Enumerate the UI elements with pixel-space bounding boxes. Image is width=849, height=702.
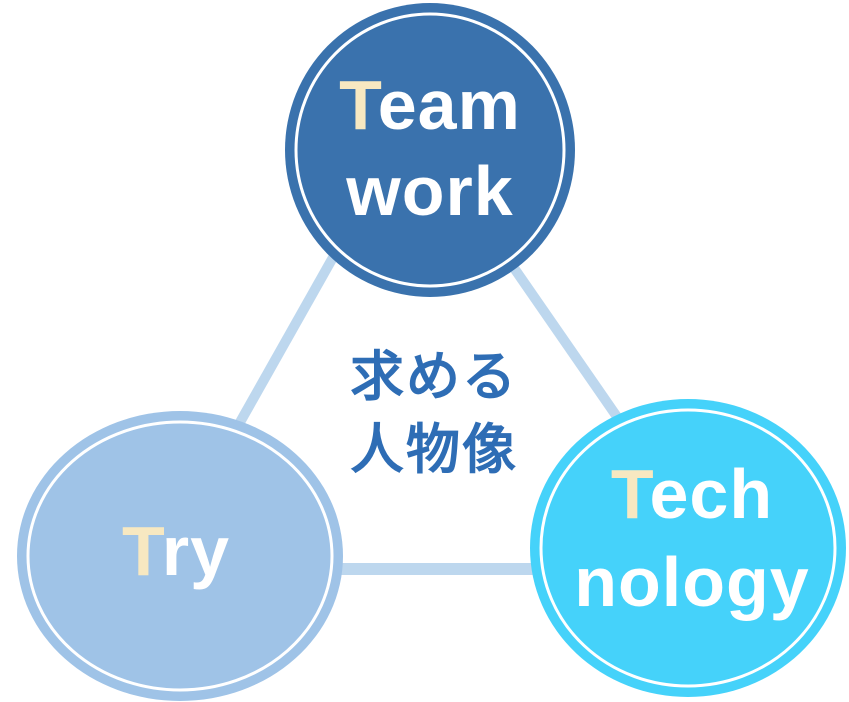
node-label-teamwork: Team work xyxy=(339,62,521,234)
node-circle-teamwork xyxy=(285,3,575,297)
teamwork-label-line2: work xyxy=(346,152,514,230)
try-label-line1: Try xyxy=(122,508,230,594)
connector-teamwork-try xyxy=(225,242,345,443)
teamwork-circle-ring xyxy=(294,12,566,288)
try-circle-fill xyxy=(17,411,343,701)
try-accent-letter: T xyxy=(121,512,162,590)
teamwork-circle-fill xyxy=(285,3,575,297)
technology-label-line1: Tech xyxy=(574,450,809,538)
node-circle-try xyxy=(17,411,343,701)
try-circle-ring xyxy=(26,420,334,692)
technology-accent-letter: T xyxy=(610,455,650,533)
technology-label-line2: nology xyxy=(574,543,810,621)
teamwork-line1-rest: eam xyxy=(377,66,521,144)
technology-circle-fill xyxy=(530,399,846,697)
center-label-line2: 人物像 xyxy=(350,420,518,480)
center-label: 求める 人物像 xyxy=(350,341,518,487)
teamwork-accent-letter: T xyxy=(339,66,378,144)
node-label-try: Try xyxy=(122,508,230,594)
center-label-line1: 求める xyxy=(350,347,518,407)
technology-line1-rest: ech xyxy=(649,455,774,533)
technology-circle-ring xyxy=(539,408,837,688)
try-line1-rest: ry xyxy=(161,512,231,590)
teamwork-label-line1: Team xyxy=(339,62,521,148)
node-circle-technology xyxy=(530,399,846,697)
node-label-technology: Tech nology xyxy=(574,450,809,626)
